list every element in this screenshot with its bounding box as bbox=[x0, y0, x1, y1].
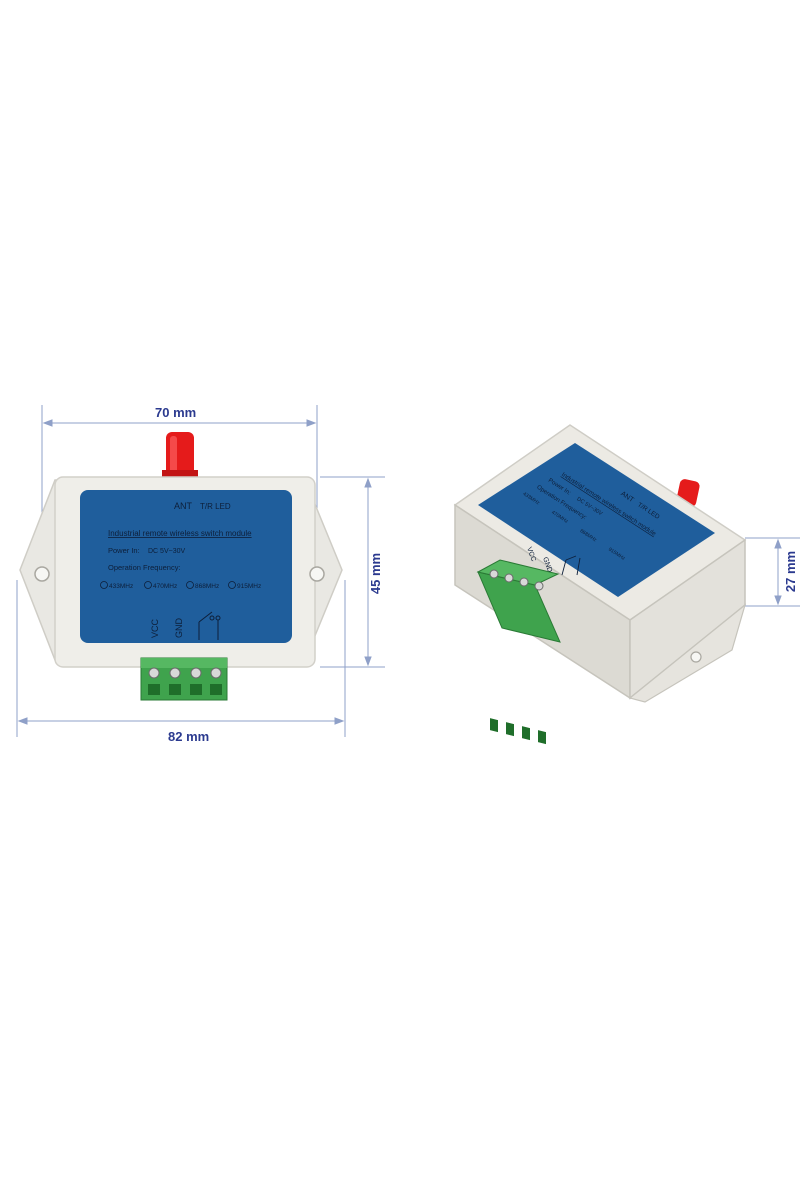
front-frequency-433: 433MHz bbox=[109, 583, 133, 590]
angled-pin-vcc: VCC bbox=[525, 546, 537, 562]
front-header-ant: ANT bbox=[174, 501, 193, 511]
angled-relay-symbol-icon bbox=[561, 555, 581, 576]
dimension-height-label: 45 mm bbox=[368, 552, 384, 595]
front-frequency-options: 433MHz 470MHz 868MHz 915MHz bbox=[100, 581, 261, 590]
front-pin-vcc: VCC bbox=[150, 618, 160, 638]
angled-terminal-block bbox=[476, 559, 561, 745]
terminal-screw-icon bbox=[190, 667, 202, 679]
mount-hole-left-icon bbox=[34, 566, 50, 582]
terminal-screw-icon bbox=[210, 667, 222, 679]
front-frequency-470: 470MHz bbox=[153, 583, 177, 590]
front-header-led: T/R LED bbox=[200, 502, 231, 511]
terminal-screw-icon bbox=[489, 569, 499, 579]
terminal-screw-icon bbox=[504, 573, 514, 583]
front-frequency-label: Operation Frequency: bbox=[108, 563, 181, 572]
front-power-value: DC 5V~30V bbox=[148, 548, 185, 555]
terminal-screw-icon bbox=[169, 667, 181, 679]
angled-pin-gnd: GND bbox=[541, 556, 553, 573]
dimension-width-bottom-label: 82 mm bbox=[168, 729, 210, 744]
front-pin-gnd: GND bbox=[174, 618, 184, 639]
terminal-screw-icon bbox=[534, 581, 544, 591]
radio-circle-icon bbox=[144, 581, 152, 589]
radio-circle-icon bbox=[100, 581, 108, 589]
front-terminal-block bbox=[140, 657, 228, 701]
front-title: Industrial remote wireless switch module bbox=[108, 529, 252, 538]
front-label-panel: ANT T/R LED Industrial remote wireless s… bbox=[80, 490, 292, 643]
dimension-height-lines bbox=[320, 476, 385, 668]
dimension-width-top-label: 70 mm bbox=[155, 405, 197, 420]
dimension-width-bottom-lines bbox=[16, 580, 346, 737]
terminal-screw-icon bbox=[519, 577, 529, 587]
mount-hole-right-icon bbox=[309, 566, 325, 582]
dimension-depth-label: 27 mm bbox=[783, 550, 799, 593]
terminal-screw-icon bbox=[148, 667, 160, 679]
relay-symbol-icon bbox=[198, 611, 221, 640]
dimension-depth-lines bbox=[745, 537, 800, 607]
mount-hole-icon bbox=[690, 651, 702, 663]
front-frequency-915: 915MHz bbox=[237, 583, 261, 590]
radio-circle-icon bbox=[228, 581, 236, 589]
front-frequency-868: 868MHz bbox=[195, 583, 219, 590]
front-power-label: Power In: bbox=[108, 546, 140, 555]
antenna bbox=[162, 432, 198, 480]
radio-circle-icon bbox=[186, 581, 194, 589]
